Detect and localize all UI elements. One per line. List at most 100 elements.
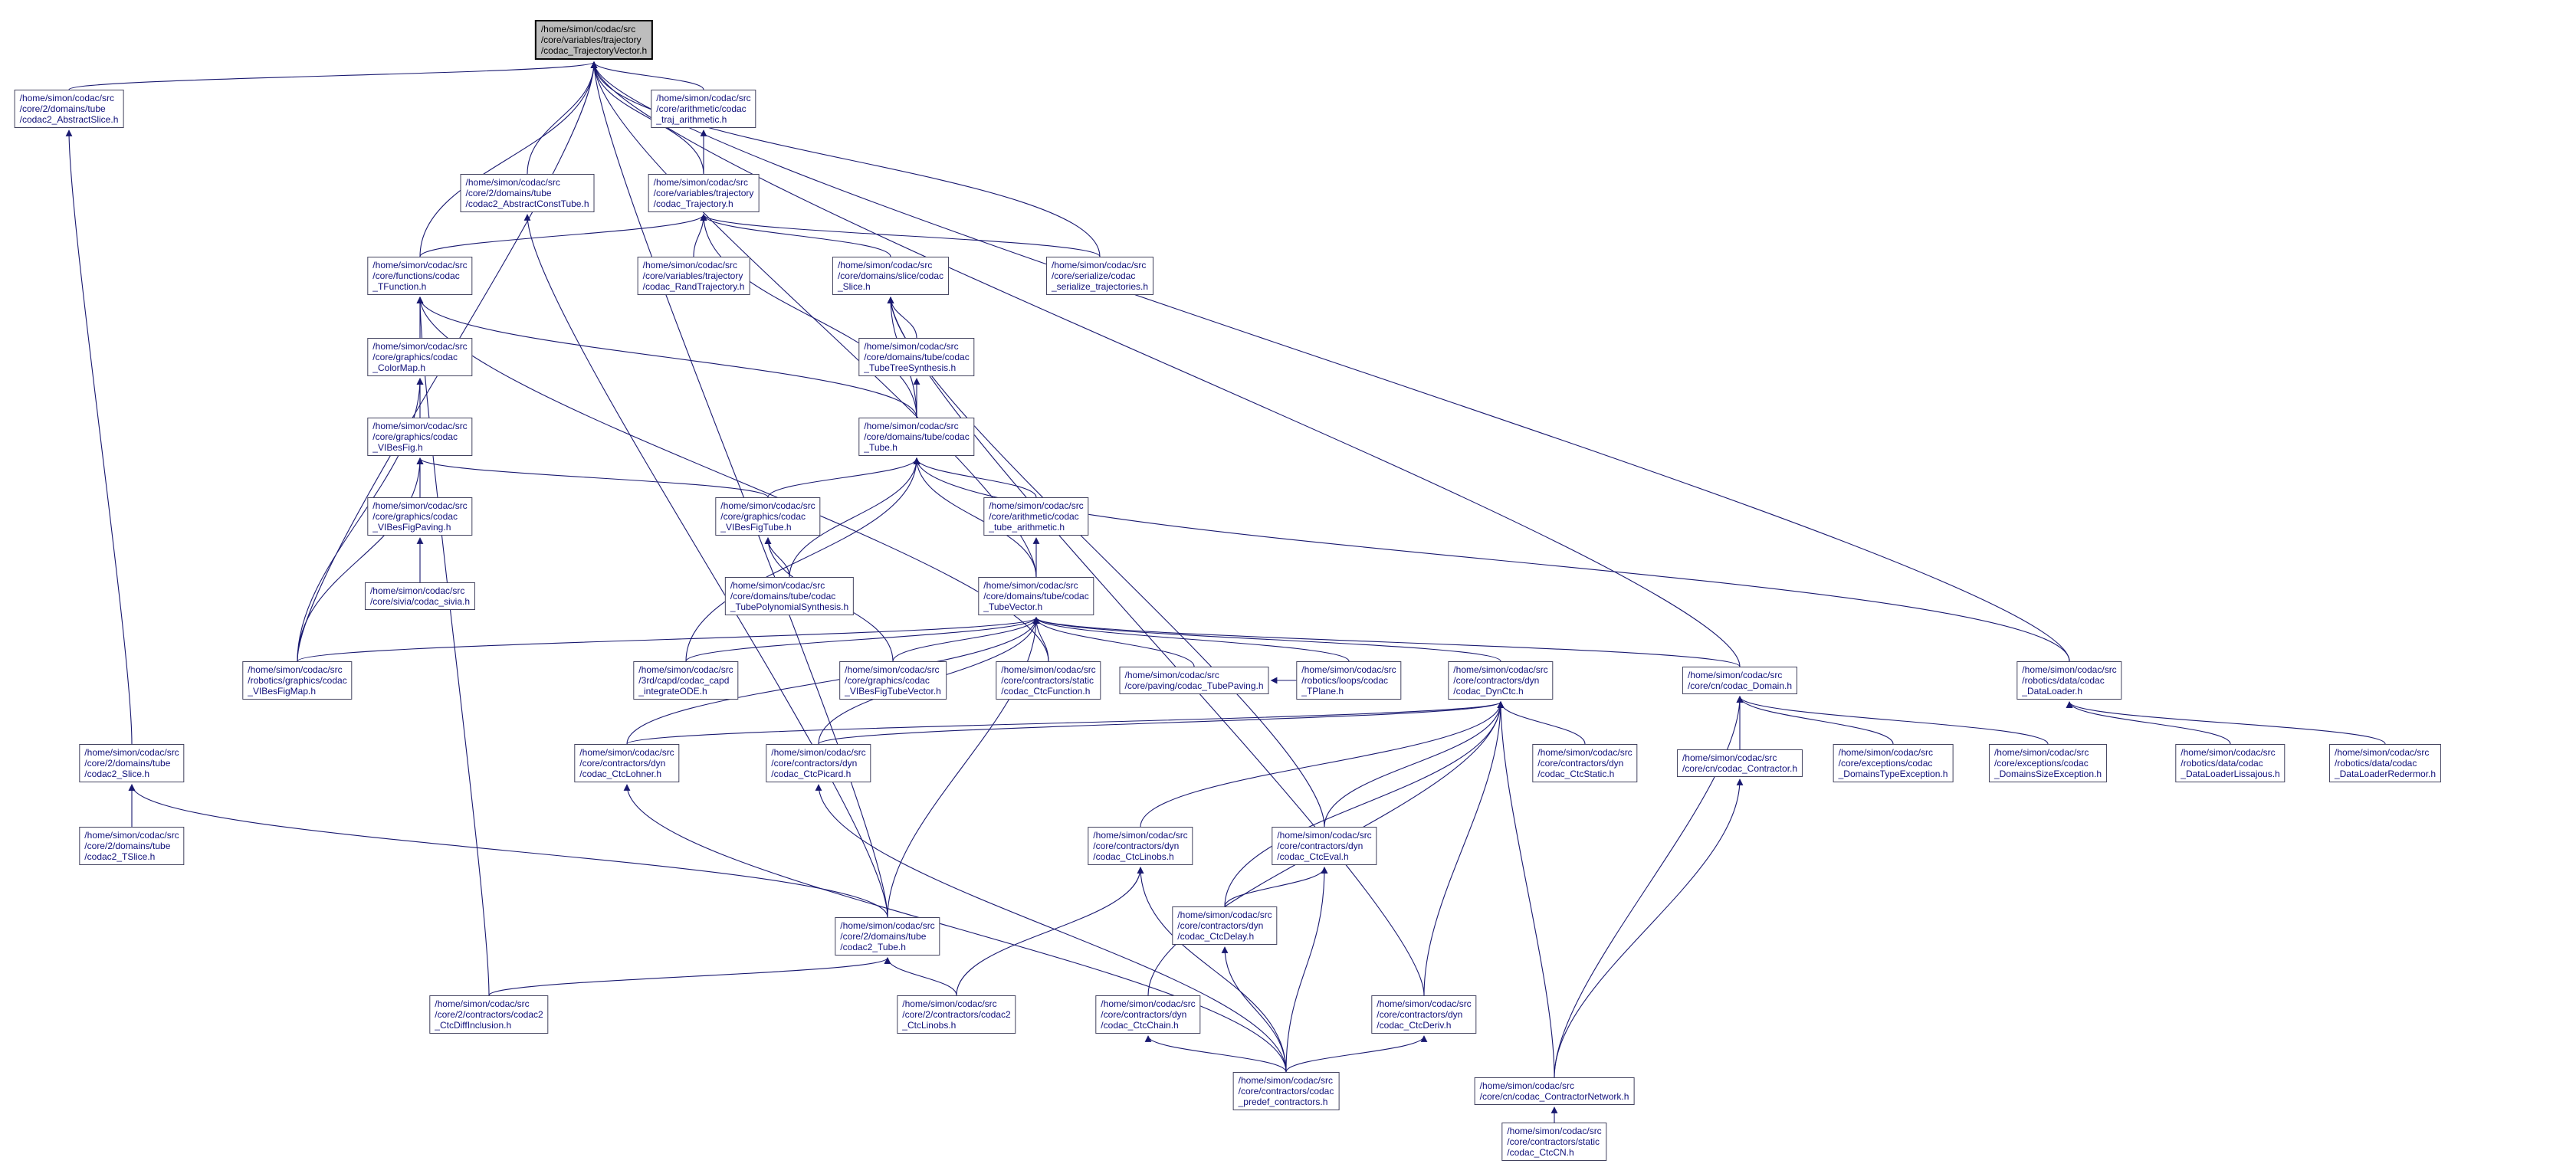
graph-node-CtcFunction[interactable]: /home/simon/codac/src/core/contractors/s… <box>996 661 1101 700</box>
graph-node-Contractor[interactable]: /home/simon/codac/src/core/cn/codac_Cont… <box>1676 749 1803 777</box>
node-label-line: /core/graphics/codac <box>372 352 458 362</box>
graph-node-Tube[interactable]: /home/simon/codac/src/core/domains/tube/… <box>858 418 975 456</box>
graph-node-VIBesFig[interactable]: /home/simon/codac/src/core/graphics/coda… <box>367 418 473 456</box>
node-label-line: /core/contractors/dyn <box>1177 920 1264 931</box>
graph-node-DynCtc[interactable]: /home/simon/codac/src/core/contractors/d… <box>1448 661 1554 700</box>
graph-node-codac2_Slice[interactable]: /home/simon/codac/src/core/2/domains/tub… <box>79 744 185 782</box>
graph-edge-TFunction-to-TrajectoryVector <box>419 61 598 257</box>
node-label-line: _Slice.h <box>837 281 871 292</box>
graph-node-codac2_CtcDiffInclusion[interactable]: /home/simon/codac/src/core/2/contractors… <box>429 995 549 1034</box>
node-label-line: _DataLoader.h <box>2022 686 2083 697</box>
graph-node-tube_arithmetic[interactable]: /home/simon/codac/src/core/arithmetic/co… <box>983 497 1089 536</box>
node-label-line: /codac_CtcDeriv.h <box>1377 1020 1452 1031</box>
graph-node-CtcEval[interactable]: /home/simon/codac/src/core/contractors/d… <box>1272 827 1377 865</box>
graph-node-codac2_AbstractConstTube[interactable]: /home/simon/codac/src/core/2/domains/tub… <box>460 174 595 212</box>
graph-node-predef_contractors[interactable]: /home/simon/codac/src/core/contractors/c… <box>1232 1072 1340 1110</box>
graph-node-TFunction[interactable]: /home/simon/codac/src/core/functions/cod… <box>367 257 473 295</box>
graph-node-CtcLinobs[interactable]: /home/simon/codac/src/core/contractors/d… <box>1088 827 1193 865</box>
graph-node-TrajectoryVector[interactable]: /home/simon/codac/src/core/variables/tra… <box>534 20 654 60</box>
graph-node-Domain[interactable]: /home/simon/codac/src/core/cn/codac_Doma… <box>1682 667 1798 694</box>
graph-edge-Tube-to-Trajectory <box>700 214 917 418</box>
node-label-line: /core/domains/slice/codac <box>837 270 944 281</box>
node-label-line: _traj_arithmetic.h <box>656 114 727 125</box>
graph-node-VIBesFigTube[interactable]: /home/simon/codac/src/core/graphics/coda… <box>715 497 821 536</box>
node-label-line: /codac2_AbstractSlice.h <box>19 114 119 125</box>
graph-edge-DomainsTypeException-to-Domain <box>1736 696 1894 745</box>
graph-node-DataLoaderRedermor[interactable]: /home/simon/codac/src/robotics/data/coda… <box>2328 744 2442 782</box>
node-label-line: /core/variables/trajectory <box>642 270 743 281</box>
node-label-line: _Tube.h <box>864 442 897 453</box>
graph-node-CtcStatic[interactable]: /home/simon/codac/src/core/contractors/d… <box>1532 744 1638 782</box>
graph-node-traj_arithmetic[interactable]: /home/simon/codac/src/core/arithmetic/co… <box>651 90 756 128</box>
graph-node-capd_integrateODE[interactable]: /home/simon/codac/src/3rd/capd/codac_cap… <box>633 661 739 700</box>
node-label-line: /home/simon/codac/src <box>720 500 815 511</box>
node-label-line: /home/simon/codac/src <box>372 341 468 352</box>
graph-node-DataLoader[interactable]: /home/simon/codac/src/robotics/data/coda… <box>2016 661 2122 700</box>
graph-node-CtcDelay[interactable]: /home/simon/codac/src/core/contractors/d… <box>1172 906 1278 945</box>
graph-node-CtcDeriv[interactable]: /home/simon/codac/src/core/contractors/d… <box>1371 995 1477 1034</box>
graph-node-serialize_trajectories[interactable]: /home/simon/codac/src/core/serialize/cod… <box>1045 257 1154 295</box>
node-label-line: /core/domains/tube/codac <box>983 591 1089 602</box>
graph-node-ColorMap[interactable]: /home/simon/codac/src/core/graphics/coda… <box>367 338 473 376</box>
graph-node-Slice[interactable]: /home/simon/codac/src/core/domains/slice… <box>832 257 950 295</box>
node-label-line: /home/simon/codac/src <box>1124 670 1219 680</box>
graph-node-TubePolynomialSynthesis[interactable]: /home/simon/codac/src/core/domains/tube/… <box>724 577 855 615</box>
graph-node-CtcPicard[interactable]: /home/simon/codac/src/core/contractors/d… <box>766 744 871 782</box>
graph-node-CtcLohner[interactable]: /home/simon/codac/src/core/contractors/d… <box>574 744 680 782</box>
graph-node-sivia[interactable]: /home/simon/codac/src/core/sivia/codac_s… <box>364 582 476 610</box>
node-label-line: /home/simon/codac/src <box>1093 830 1188 841</box>
node-label-line: /home/simon/codac/src <box>1277 830 1372 841</box>
node-label-line: /robotics/data/codac <box>2022 675 2105 686</box>
graph-node-TPlane[interactable]: /home/simon/codac/src/robotics/loops/cod… <box>1296 661 1402 700</box>
node-label-line: _DataLoaderLissajous.h <box>2181 769 2280 779</box>
node-label-line: /home/simon/codac/src <box>1051 260 1147 270</box>
graph-node-VIBesFigTubeVector[interactable]: /home/simon/codac/src/core/graphics/coda… <box>839 661 947 700</box>
node-label-line: /home/simon/codac/src <box>1687 670 1783 680</box>
graph-node-VIBesFigPaving[interactable]: /home/simon/codac/src/core/graphics/coda… <box>367 497 473 536</box>
node-label-line: _VIBesFig.h <box>372 442 423 453</box>
node-label-line: /home/simon/codac/src <box>540 24 636 34</box>
graph-edge-capd_integrateODE-to-Tube <box>685 457 920 662</box>
graph-node-codac2_CtcLinobs[interactable]: /home/simon/codac/src/core/2/contractors… <box>897 995 1016 1034</box>
graph-edge-TubePolynomialSynthesis-to-Tube <box>789 457 920 578</box>
graph-node-TubeTreeSynthesis[interactable]: /home/simon/codac/src/core/domains/tube/… <box>858 338 975 376</box>
graph-node-TubePaving[interactable]: /home/simon/codac/src/core/paving/codac_… <box>1119 667 1269 694</box>
graph-node-CtcCN[interactable]: /home/simon/codac/src/core/contractors/s… <box>1501 1123 1607 1161</box>
graph-node-CtcChain[interactable]: /home/simon/codac/src/core/contractors/d… <box>1095 995 1201 1034</box>
node-label-line: /core/exceptions/codac <box>1994 758 2089 769</box>
graph-node-ContractorNetwork[interactable]: /home/simon/codac/src/core/cn/codac_Cont… <box>1474 1077 1635 1105</box>
node-label-line: _CtcLinobs.h <box>902 1020 957 1031</box>
node-label-line: /codac2_Tube.h <box>840 942 906 952</box>
graph-node-RandTrajectory[interactable]: /home/simon/codac/src/core/variables/tra… <box>637 257 750 295</box>
node-label-line: /home/simon/codac/src <box>1682 752 1777 763</box>
node-label-line: _predef_contractors.h <box>1238 1097 1328 1107</box>
graph-node-codac2_Tube[interactable]: /home/simon/codac/src/core/2/domains/tub… <box>835 917 940 956</box>
graph-edge-codac2_Slice-to-codac2_AbstractSlice <box>65 129 133 745</box>
node-label-line: /codac_Trajectory.h <box>653 198 733 209</box>
node-label-line: _DataLoaderRedermor.h <box>2334 769 2437 779</box>
graph-edge-predef_contractors-to-CtcChain <box>1144 1035 1287 1073</box>
graph-node-TubeVector[interactable]: /home/simon/codac/src/core/domains/tube/… <box>978 577 1094 615</box>
graph-edge-DataLoader-to-Tube <box>913 457 2070 662</box>
node-label-line: /home/simon/codac/src <box>19 93 115 103</box>
node-label-line: /core/graphics/codac <box>720 511 806 522</box>
node-label-line: _TubeTreeSynthesis.h <box>864 362 957 373</box>
graph-node-DomainsTypeException[interactable]: /home/simon/codac/src/core/exceptions/co… <box>1833 744 1954 782</box>
graph-node-DataLoaderLissajous[interactable]: /home/simon/codac/src/robotics/data/coda… <box>2175 744 2286 782</box>
graph-node-VIBesFigMap[interactable]: /home/simon/codac/src/robotics/graphics/… <box>242 661 353 700</box>
node-label-line: /core/functions/codac <box>372 270 460 281</box>
node-label-line: _serialize_trajectories.h <box>1051 281 1149 292</box>
graph-node-Trajectory[interactable]: /home/simon/codac/src/core/variables/tra… <box>648 174 760 212</box>
node-label-line: /home/simon/codac/src <box>2022 664 2117 675</box>
graph-node-codac2_TSlice[interactable]: /home/simon/codac/src/core/2/domains/tub… <box>79 827 185 865</box>
node-label-line: /home/simon/codac/src <box>1377 998 1472 1009</box>
node-label-line: /core/cn/codac_ContractorNetwork.h <box>1479 1091 1629 1102</box>
node-label-line: /home/simon/codac/src <box>1101 998 1196 1009</box>
graph-edge-serialize_trajectories-to-TrajectoryVector <box>590 61 1101 257</box>
graph-edge-CtcStatic-to-DynCtc <box>1497 701 1586 745</box>
node-label-line: /core/variables/trajectory <box>653 188 754 198</box>
node-label-line: /home/simon/codac/src <box>653 177 749 188</box>
graph-node-codac2_AbstractSlice[interactable]: /home/simon/codac/src/core/2/domains/tub… <box>14 90 124 128</box>
graph-node-DomainsSizeException[interactable]: /home/simon/codac/src/core/exceptions/co… <box>1988 744 2108 782</box>
